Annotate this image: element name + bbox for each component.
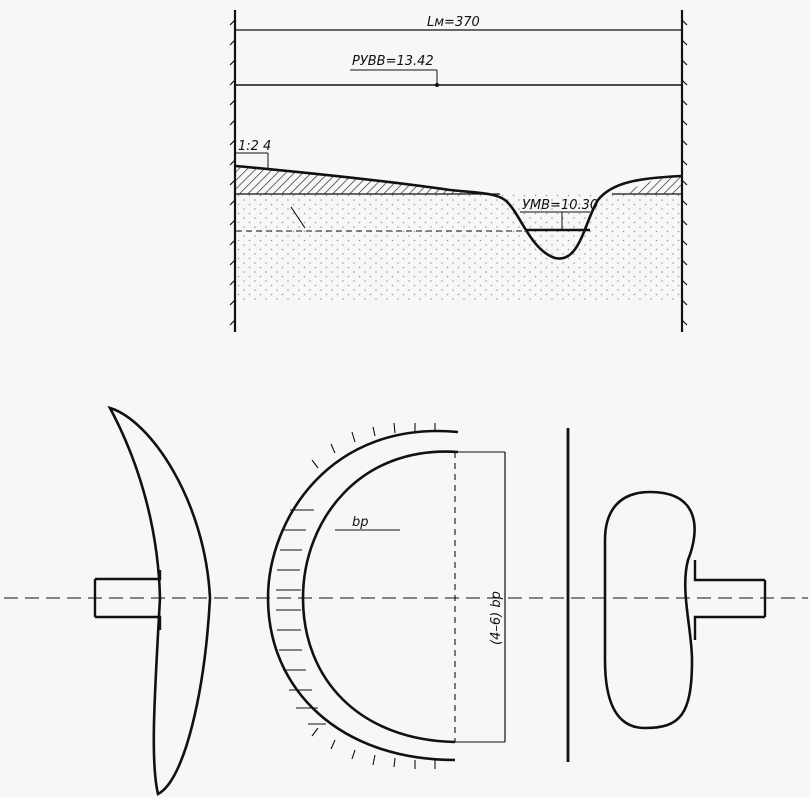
embankment-hatch <box>236 166 681 194</box>
left-inlet-pipe <box>95 570 162 630</box>
width-label: bр <box>352 515 369 530</box>
plan-view: (4–6) bр bр <box>4 405 808 796</box>
slope-leader <box>290 206 306 229</box>
depth-label: (4–6) bр <box>489 591 504 645</box>
river-cross-section: Lм=370 РУВВ=13.42 1:2 4 УМВ=10.30 <box>229 10 688 332</box>
right-outlet-pipe <box>693 560 765 640</box>
left-abutment-wall <box>229 10 237 332</box>
half-ring-outer <box>266 429 459 762</box>
rounded-oval-shape <box>603 490 696 730</box>
high-water-label: РУВВ=13.42 <box>352 54 434 69</box>
slope-label-left: 1:2 <box>238 139 259 154</box>
span-label: Lм=370 <box>427 15 480 30</box>
right-abutment-wall <box>680 10 688 332</box>
half-ring-hatching <box>276 422 436 769</box>
slope-label-right: 4 <box>263 139 271 154</box>
soil-fill <box>236 192 680 302</box>
low-water-label: УМВ=10.30 <box>522 198 598 213</box>
half-ring-inner <box>301 450 459 744</box>
ground-profile <box>235 164 682 260</box>
high-water-marker <box>435 83 439 87</box>
crescent-pier-shape <box>107 405 212 796</box>
